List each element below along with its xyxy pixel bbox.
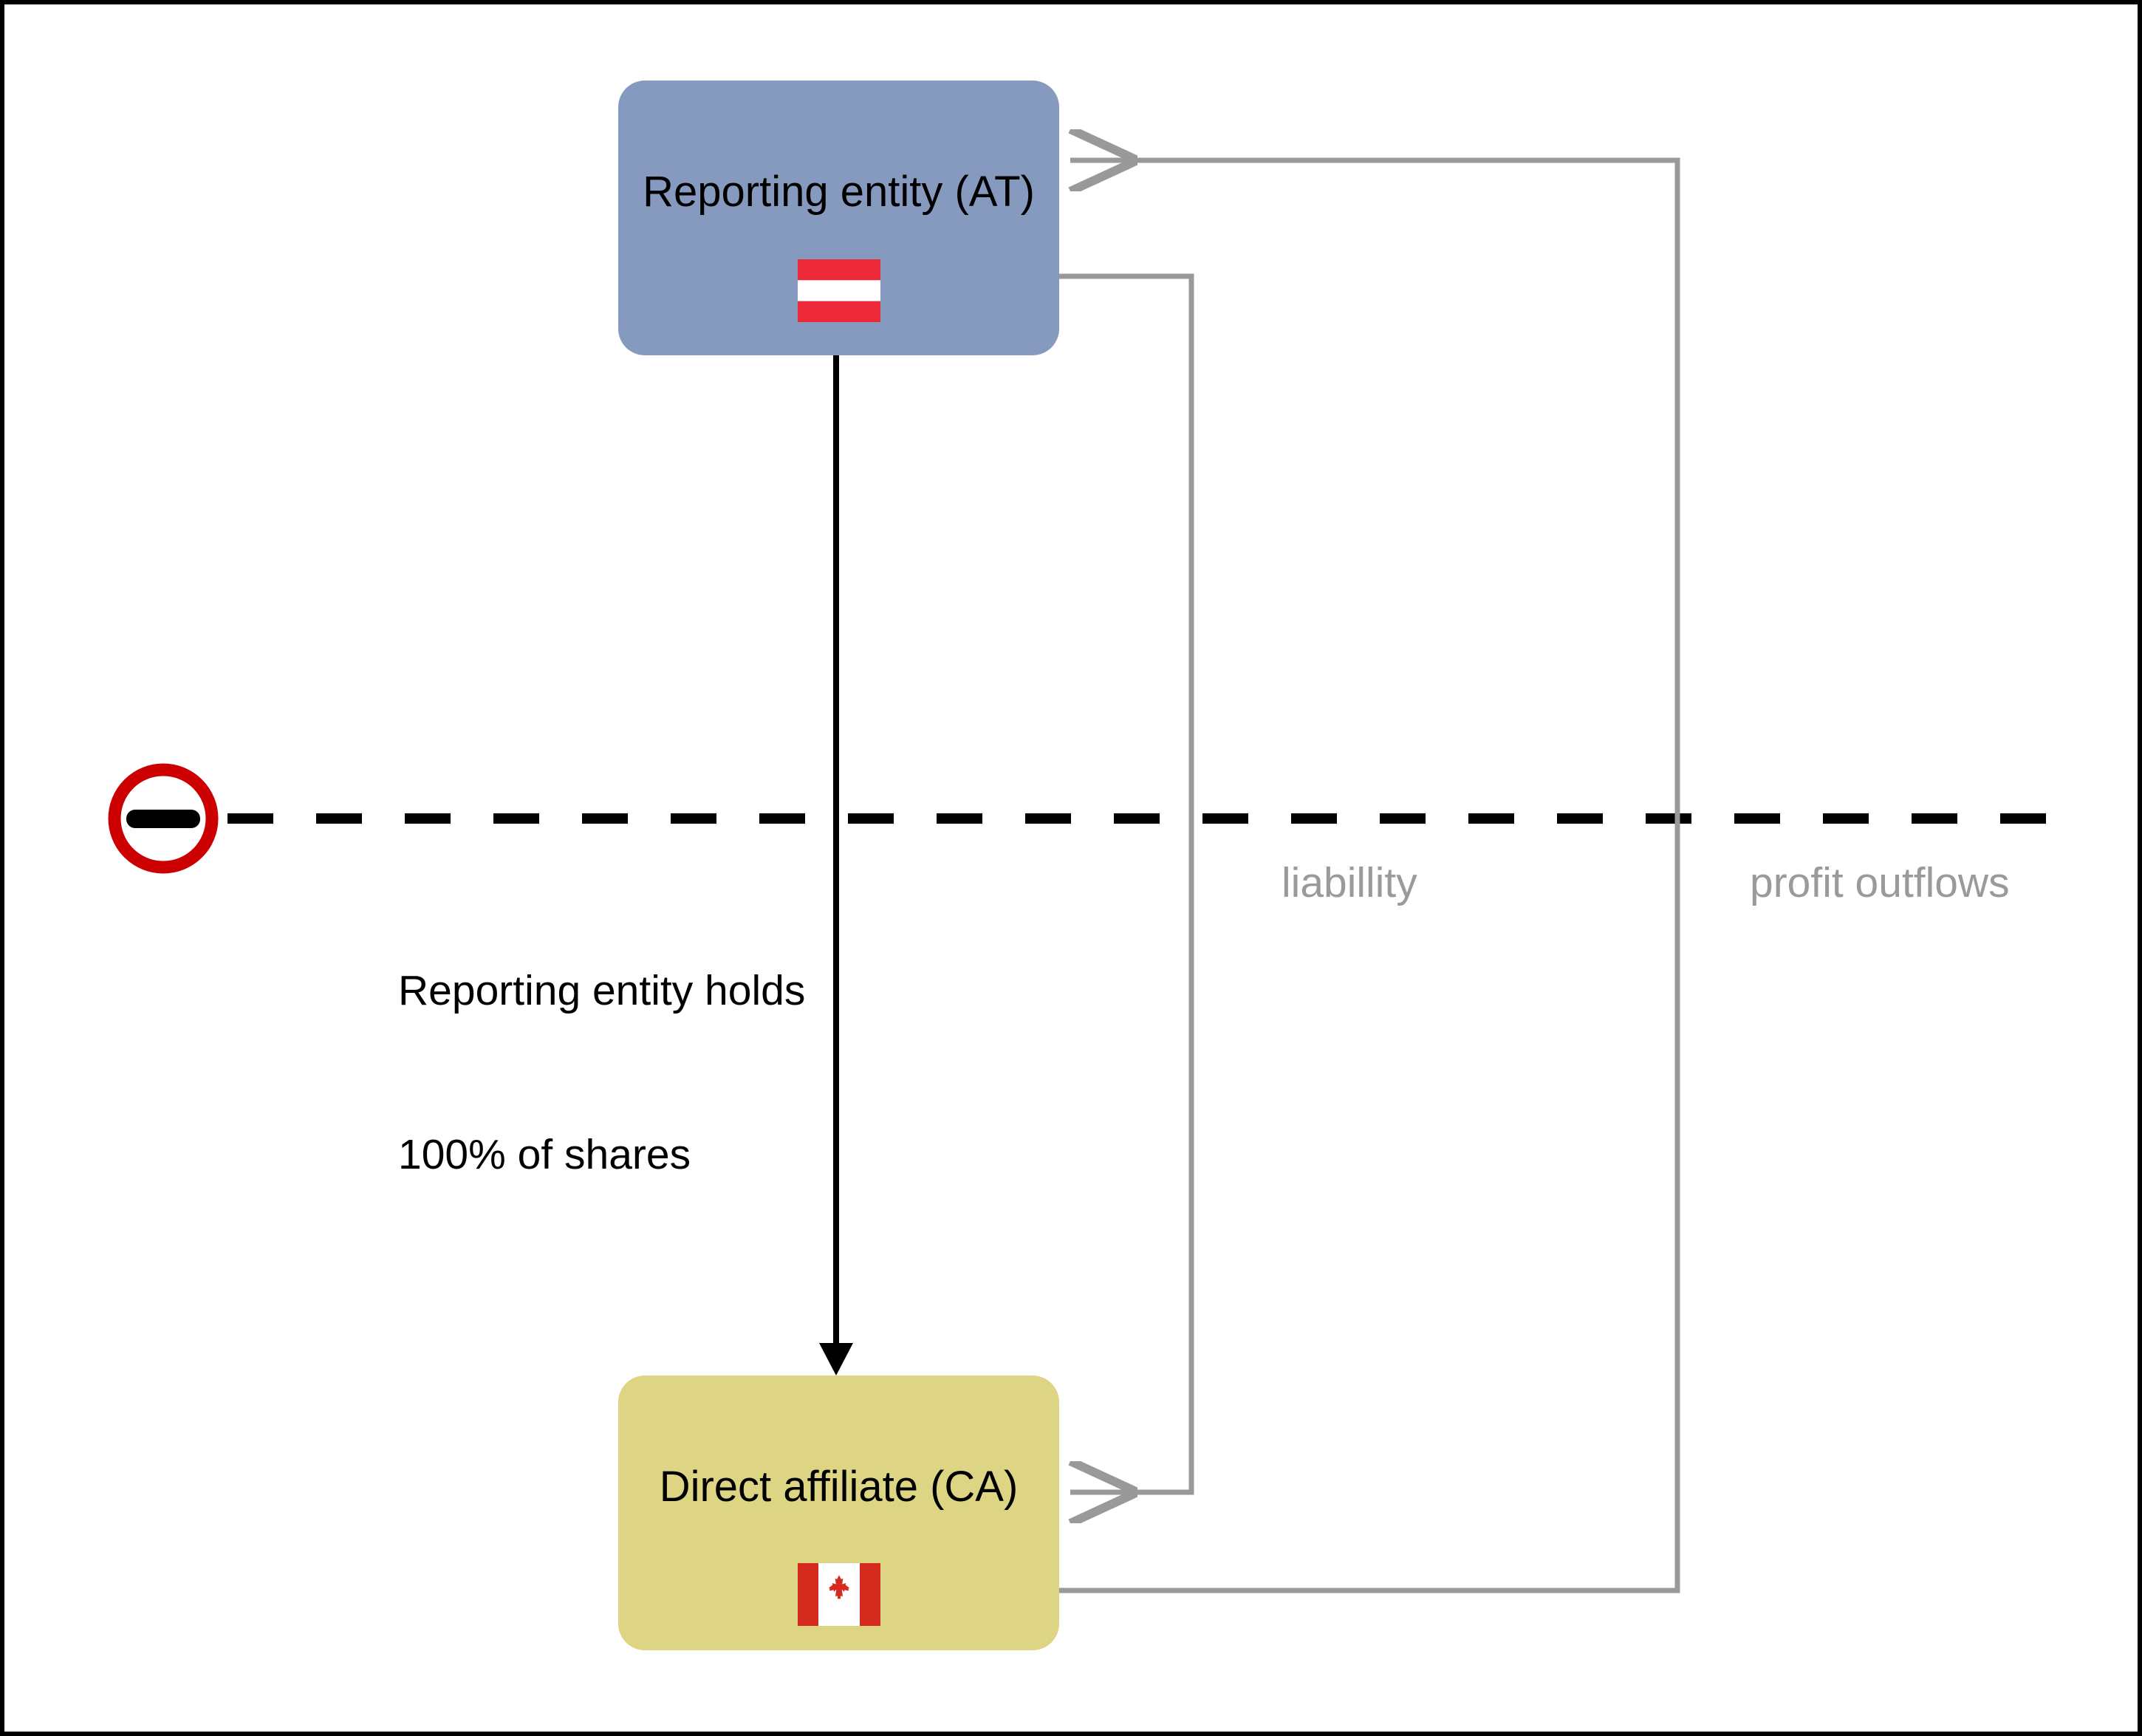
flag-canada-icon (797, 1563, 880, 1626)
liability-connector-line (1059, 273, 1194, 1492)
liability-label: liabillity (1282, 859, 1417, 906)
ownership-label: Reporting entity holds 100% of shares (398, 854, 805, 1292)
profit-outflows-label: profit outflows (1750, 859, 2010, 906)
no-entry-icon (108, 763, 219, 874)
ownership-label-line-1: Reporting entity holds (398, 967, 806, 1015)
entity-box-reporting-entity[interactable]: Reporting entity (AT) (618, 81, 1059, 355)
connector-layer (227, 4, 2062, 1593)
entity-label-reporting-entity: Reporting entity (AT) (643, 168, 1035, 216)
entity-box-direct-affiliate[interactable]: Direct affiliate (CA) (618, 1376, 1059, 1650)
flag-austria-icon (797, 259, 880, 322)
profit-outflows-connector-line (1059, 160, 1680, 1593)
ownership-arrowhead-icon (819, 1343, 853, 1376)
entity-label-direct-affiliate: Direct affiliate (CA) (659, 1463, 1019, 1511)
ownership-label-line-2: 100% of shares (398, 1131, 691, 1179)
